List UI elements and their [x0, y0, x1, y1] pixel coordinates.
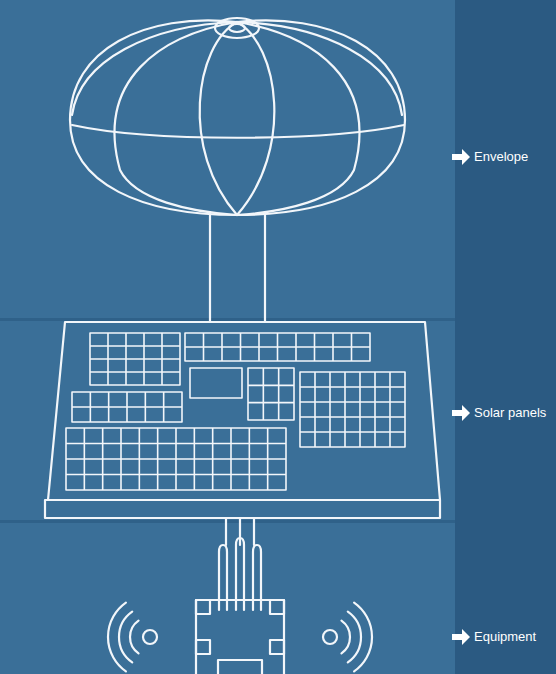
- equipment-box: [196, 600, 284, 674]
- box-corner: [270, 600, 284, 614]
- signal-wave: [354, 603, 372, 672]
- callout-arrow: [452, 629, 470, 645]
- signal-wave: [108, 603, 126, 672]
- callout-arrow: [452, 405, 470, 421]
- signal-wave: [341, 621, 350, 654]
- envelope-outline: [70, 20, 405, 215]
- callout-arrows: [452, 149, 470, 645]
- envelope-cap: [229, 24, 245, 32]
- envelope-gore: [72, 22, 237, 115]
- callout-arrow: [452, 149, 470, 165]
- signal-wave: [348, 612, 361, 663]
- solar-panel-frame: [48, 322, 440, 500]
- box-corner: [196, 640, 210, 654]
- box-corner: [270, 640, 284, 654]
- solar-panel-base: [45, 500, 440, 518]
- band-edge: [0, 520, 455, 523]
- cell-grid: [248, 368, 294, 420]
- signal-waves: [108, 603, 372, 672]
- box-corner: [196, 600, 210, 614]
- box-slot: [218, 660, 262, 674]
- part-label: Solar panels: [474, 405, 546, 421]
- part-label: Envelope: [474, 149, 528, 165]
- line-art: [45, 18, 440, 674]
- cell-grid: [185, 333, 370, 361]
- cell-grid: [66, 428, 286, 490]
- signal-wave: [119, 612, 132, 663]
- envelope-gore: [115, 22, 237, 215]
- cell-grid: [300, 372, 405, 447]
- part-label: Equipment: [474, 629, 536, 645]
- signal-wave: [130, 621, 139, 654]
- cell-grid: [90, 333, 180, 385]
- solar-cells: [66, 333, 405, 490]
- envelope-gore: [237, 22, 359, 215]
- signal-source: [323, 630, 337, 644]
- signal-source: [143, 630, 157, 644]
- band-edge: [0, 318, 455, 321]
- envelope-gore: [237, 22, 274, 215]
- envelope-cap: [215, 18, 259, 38]
- background-strip: [455, 0, 556, 674]
- neck: [210, 212, 265, 322]
- envelope-gore: [237, 22, 402, 115]
- cell-grid: [72, 392, 182, 422]
- envelope-seam: [72, 125, 404, 138]
- mast: [226, 518, 254, 545]
- cell-grid: [190, 368, 242, 398]
- envelope-gore: [200, 22, 237, 215]
